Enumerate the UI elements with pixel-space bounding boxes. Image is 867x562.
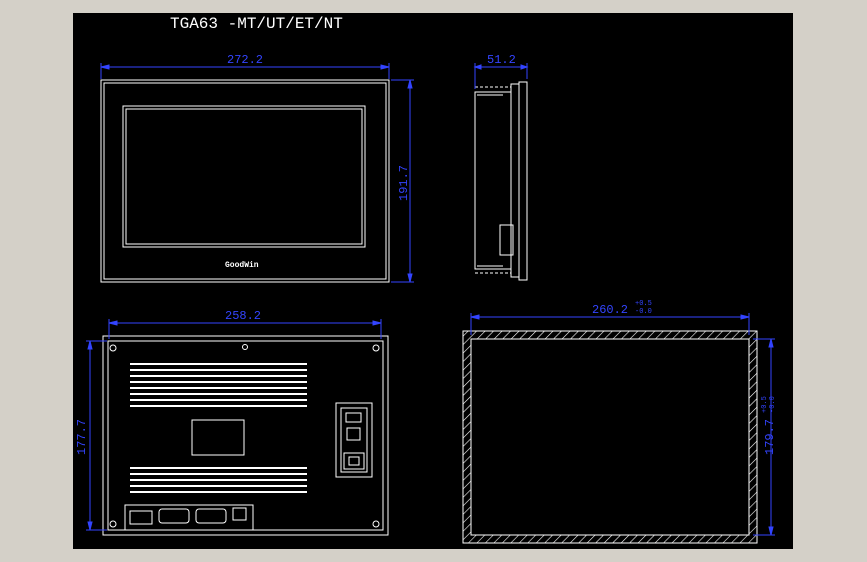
side-bezel	[510, 83, 520, 278]
lower-vents	[130, 467, 307, 493]
side-depth-dimension	[473, 63, 529, 89]
rear-screw-top	[242, 344, 248, 350]
drawing-sheet[interactable]: TGA63 -MT/UT/ET/NT GoodWin 272.2	[73, 13, 793, 549]
front-screen-outer	[122, 105, 366, 248]
drawing-canvas: TGA63 -MT/UT/ET/NT GoodWin 272.2	[75, 15, 777, 544]
cutout-width-dimension	[470, 313, 750, 335]
rear-screw-bl	[109, 520, 117, 528]
front-bezel-inner	[103, 82, 387, 280]
front-height-label: 191.7	[397, 165, 411, 201]
cutout-width-tol-lower: -0.0	[635, 308, 652, 316]
connector-strip	[124, 504, 254, 531]
rear-width-label: 258.2	[225, 309, 261, 323]
rear-height-label: 177.7	[75, 419, 89, 455]
rear-height-dimension	[86, 340, 107, 531]
rear-view	[102, 335, 389, 536]
rear-width-dimension	[108, 319, 382, 339]
rear-screw-tr	[372, 344, 380, 352]
front-screen-inner	[125, 108, 363, 245]
cutout-view	[462, 330, 758, 544]
power-terminal	[129, 510, 153, 525]
brand-logo: GoodWin	[225, 261, 259, 270]
cutout-height-label: 179.7	[763, 419, 777, 455]
front-bezel-outer	[100, 79, 390, 283]
usb-b-port	[346, 427, 361, 441]
side-front	[518, 81, 528, 281]
rear-screw-tl	[109, 344, 117, 352]
rear-screw-br	[372, 520, 380, 528]
dip-switch	[232, 507, 247, 521]
side-connector	[499, 224, 514, 256]
front-view	[100, 79, 390, 283]
ethernet-port	[343, 452, 365, 470]
ethernet-port-inner	[348, 456, 360, 466]
rear-outer	[102, 335, 389, 536]
cutout-height-tol-upper: +0.5	[761, 396, 769, 413]
com2-port	[195, 508, 227, 524]
side-depth-label: 51.2	[487, 53, 516, 67]
side-view	[474, 81, 528, 281]
front-width-dimension	[100, 63, 390, 79]
rear-label-plate	[191, 419, 245, 456]
cutout-width-tol-upper: +0.5	[635, 300, 652, 308]
usb-panel-inner	[340, 407, 368, 473]
front-height-dimension	[391, 79, 414, 283]
usb-a-port	[345, 412, 362, 423]
upper-vents	[130, 363, 307, 407]
side-body	[474, 91, 512, 270]
front-width-label: 272.2	[227, 53, 263, 67]
cutout-height-dimension	[753, 338, 775, 536]
cutout-hatch	[462, 330, 758, 544]
usb-panel	[335, 402, 373, 478]
com1-port	[158, 508, 190, 524]
drawing-title: TGA63 -MT/UT/ET/NT	[170, 15, 343, 33]
cutout-width-label: 260.2	[592, 303, 628, 317]
cutout-height-tol-lower: -0.0	[769, 396, 777, 413]
